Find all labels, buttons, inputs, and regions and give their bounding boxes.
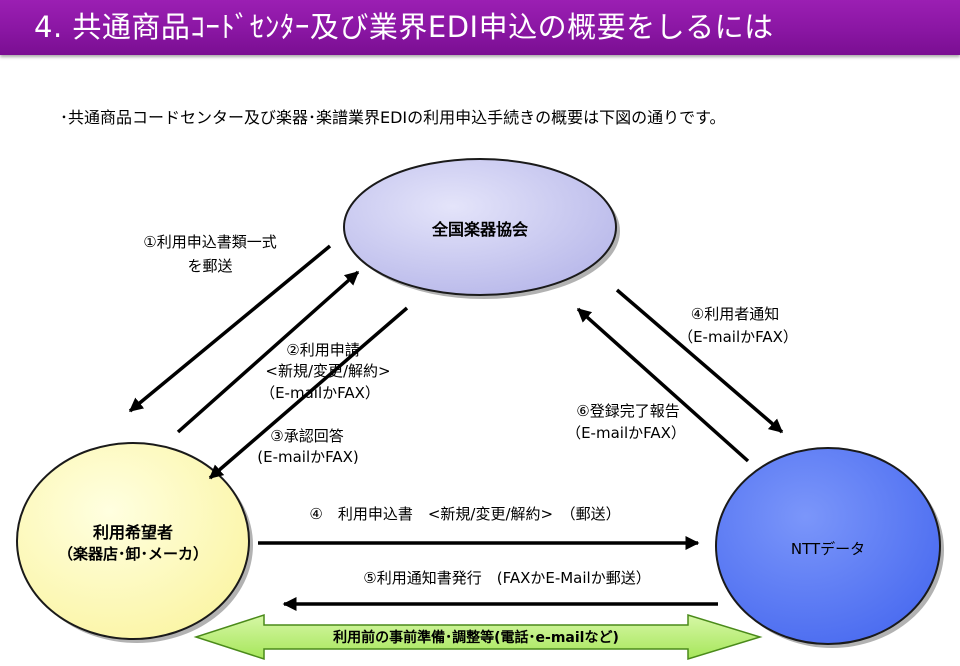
step1-label-line2: を郵送 xyxy=(187,257,233,275)
ntt-label: NTTデータ xyxy=(790,540,866,558)
step3-label-line2: (E-mailかFAX) xyxy=(257,448,359,466)
step2-label-line2: <新規/変更/解約> xyxy=(265,362,391,380)
arrow-step6 xyxy=(576,307,750,463)
ntt-node xyxy=(715,447,944,648)
step5-label: ⑤利用通知書発行 (FAXかE-Mailか郵送） xyxy=(363,569,651,587)
step4a-label-line1: ④利用者通知 xyxy=(690,305,780,323)
step6-label-line1: ⑥登録完了報告 xyxy=(576,402,680,420)
arrow-step4a xyxy=(615,288,784,434)
step2-label-line3: （E-mailかFAX） xyxy=(260,384,380,402)
intro-text: ･共通商品コードセンター及び楽器･楽譜業界EDIの利用申込手続きの概要は下図の通… xyxy=(60,108,726,127)
arrow-step3 xyxy=(208,306,409,480)
step2-label-line1: ②利用申請 xyxy=(286,341,360,359)
applicant-label-line1: 利用希望者 xyxy=(92,523,173,542)
step1-label-line1: ①利用申込書類一式 xyxy=(143,233,277,251)
association-label: 全国楽器協会 xyxy=(431,220,528,239)
applicant-label-line2: （楽器店･卸･メーカ） xyxy=(57,545,208,563)
prep-banner-arrow xyxy=(193,613,763,661)
title-bar: 4. 共通商品ｺｰﾄﾞｾﾝﾀｰ及び業界EDI申込の概要をしるには xyxy=(0,0,960,55)
arrow-step1 xyxy=(128,244,332,413)
step3-label-line1: ③承認回答 xyxy=(270,427,344,445)
step4b-label: ④ 利用申込書 <新規/変更/解約> （郵送） xyxy=(309,505,621,523)
step4a-label-line2: （E-mailかFAX） xyxy=(678,328,798,346)
page-title: 4. 共通商品ｺｰﾄﾞｾﾝﾀｰ及び業界EDI申込の概要をしるには xyxy=(34,10,774,44)
step6-label-line2: （E-mailかFAX） xyxy=(566,424,686,442)
prep-banner-label: 利用前の事前準備･調整等(電話･e-mailなど) xyxy=(333,630,619,646)
applicant-node xyxy=(16,442,253,643)
association-node xyxy=(343,158,620,299)
arrow-step2 xyxy=(176,270,360,434)
